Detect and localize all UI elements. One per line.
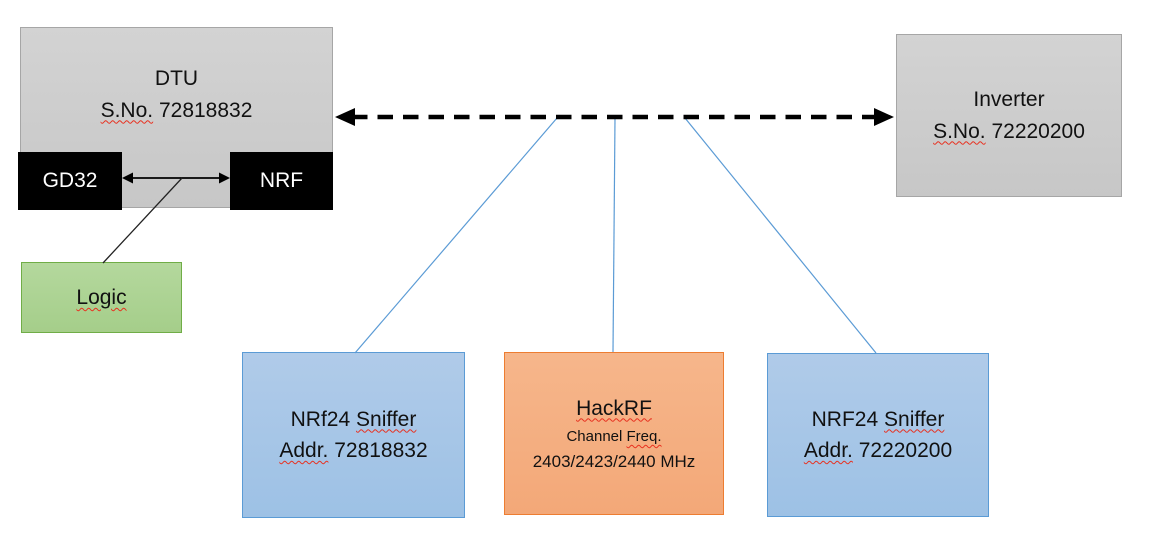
inverter-title: Inverter [973, 88, 1045, 111]
hackrf-box: HackRF Channel Freq. 2403/2423/2440 MHz [504, 352, 724, 515]
hackrf-channel-freq: Channel Freq. [566, 428, 662, 446]
sniffer-left-connector-line [354, 117, 558, 354]
sniffer-right-address: Addr. 72220200 [803, 439, 953, 462]
sniffer-right-box: NRF24 Sniffer Addr. 72220200 [767, 353, 989, 517]
dtu-serial: S.No. 72818832 [101, 95, 253, 127]
logic-box: Logic [21, 262, 182, 333]
dtu-serial-label: S.No. [100, 98, 154, 122]
inverter-box: Inverter S.No. 72220200 [896, 34, 1122, 197]
hackrf-title: HackRF [576, 396, 652, 420]
logic-label: Logic [76, 285, 127, 309]
nrf-label: NRF [259, 169, 304, 193]
dtu-title: DTU [154, 67, 199, 90]
nrf-chip: NRF [230, 152, 333, 210]
inverter-serial-label: S.No. [933, 119, 986, 143]
sniffer-left-title: NRf24 Sniffer [290, 407, 417, 431]
dtu-inverter-dashed-arrow [335, 108, 894, 126]
inverter-serial-value: 72220200 [991, 119, 1085, 143]
sniffer-left-address: Addr. 72818832 [279, 439, 428, 462]
inverter-serial: S.No. 72220200 [933, 116, 1085, 148]
sniffer-right-title: NRF24 Sniffer [811, 407, 945, 431]
sniffer-left-box: NRf24 Sniffer Addr. 72818832 [242, 352, 465, 518]
gd32-chip: GD32 [18, 152, 122, 210]
hackrf-connector-line [612, 117, 616, 353]
sniffer-right-connector-line [684, 117, 877, 354]
gd32-label: GD32 [42, 169, 98, 193]
hackrf-frequencies: 2403/2423/2440 MHz [532, 451, 696, 471]
dtu-serial-value: 72818832 [158, 98, 253, 122]
